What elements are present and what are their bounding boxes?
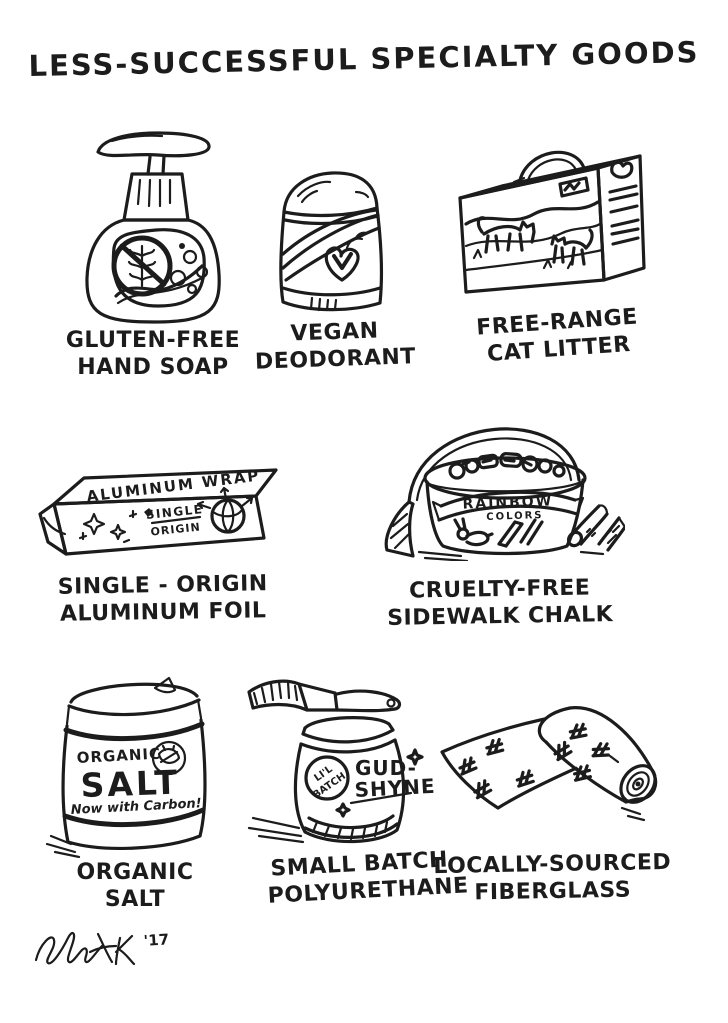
grass-tufts — [472, 248, 573, 270]
diamond-bullet — [144, 508, 153, 517]
soap-wave — [114, 264, 204, 305]
bunny-doodle — [453, 517, 494, 547]
loose-chalk-sticks — [566, 504, 625, 552]
salt-label-carbon: Now with Carbon! — [70, 796, 202, 818]
chalk-sticks-doodle — [497, 518, 544, 548]
no-wheat-icon — [111, 235, 173, 297]
organic-salt-drawing: ORGANIC SALT Now with Carbon! — [45, 676, 207, 858]
can-shadow — [247, 816, 305, 844]
caption-line: DEODORANT — [254, 344, 417, 375]
caption-organic-salt: ORGANIC SALT — [45, 860, 225, 914]
banner-text-rainbow: RAINBOW — [462, 493, 553, 512]
chalk-pieces — [448, 452, 566, 480]
caption-line: LOCALLY-SOURCED — [433, 849, 672, 880]
bucket-body — [425, 478, 585, 556]
can-brand-1: GUD- — [355, 756, 417, 780]
litter-box-side — [596, 154, 646, 282]
heart-leaf-icon — [324, 231, 368, 282]
bucket-banner — [431, 490, 585, 522]
bucket-rim — [423, 456, 587, 500]
cat-litter-drawing — [458, 150, 646, 294]
artist-signature: '17 — [28, 916, 188, 971]
salt-lid — [69, 682, 199, 704]
polyurethane-drawing: LI'L BATCH GUD- SHYNE — [247, 679, 436, 844]
globe-icon — [196, 486, 254, 534]
item-aluminum-foil: ALUMINUM WRAP SINGLE ORIGIN SINGLE - ORI… — [28, 466, 298, 627]
item-sidewalk-chalk: RAINBOW COLORS — [375, 386, 625, 631]
can-sparkles — [335, 748, 424, 818]
caption-line: SIDEWALK CHALK — [387, 601, 614, 631]
salt-label-salt: SALT — [80, 763, 181, 805]
caption-hand-soap: GLUTEN-FREE HAND SOAP — [58, 328, 248, 382]
can-badge: LI'L BATCH — [304, 755, 350, 801]
deodorant-cap — [282, 171, 379, 214]
can-brand-2: SHYNE — [354, 774, 436, 802]
salt-badge-icon — [151, 740, 187, 776]
can-rim — [303, 716, 391, 730]
salt-pour-spout — [153, 676, 177, 694]
caption-line: SALT — [104, 886, 166, 912]
item-polyurethane: LI'L BATCH GUD- SHYNE SMALL BATCH POLYUR… — [243, 670, 469, 909]
can-body — [293, 738, 406, 844]
soap-bottle-body — [85, 218, 221, 324]
caption-aluminum-foil: SINGLE - ORIGIN ALUMINUM FOIL — [28, 571, 299, 629]
caption-polyurethane: SMALL BATCH POLYURETHANE — [266, 847, 469, 910]
roll-spiral-end — [619, 764, 657, 804]
caption-line: HAND SOAP — [77, 354, 229, 380]
fiberglass-sheet — [440, 712, 620, 810]
caption-sidewalk-chalk: CRUELTY-FREE SIDEWALK CHALK — [375, 575, 626, 633]
fiberglass-drawing — [440, 706, 658, 822]
roll-shadow — [608, 754, 646, 822]
caption-deodorant: VEGAN DEODORANT — [249, 317, 421, 377]
foil-origin-text: ORIGIN — [150, 520, 201, 538]
ground-shadow — [417, 550, 605, 561]
item-cat-litter: FREE-RANGE CAT LITTER — [448, 138, 668, 367]
banner-text-colors: COLORS — [486, 510, 544, 523]
caption-line: CRUELTY-FREE — [408, 575, 591, 604]
caption-cat-litter: FREE-RANGE CAT LITTER — [446, 302, 669, 371]
caption-fiberglass: LOCALLY-SOURCED FIBERGLASS — [430, 850, 676, 908]
soap-pump — [96, 131, 211, 222]
salt-label-top-band — [63, 721, 205, 742]
caption-line: FIBERGLASS — [474, 877, 632, 906]
aluminum-foil-drawing: ALUMINUM WRAP SINGLE ORIGIN — [38, 466, 278, 556]
salt-body — [61, 718, 207, 850]
deodorant-drawing — [279, 171, 384, 312]
cat-icon-left — [476, 216, 536, 254]
hand-soap-drawing — [85, 131, 221, 324]
signature-scribble: '17 — [34, 930, 170, 966]
item-fiberglass: LOCALLY-SOURCED FIBERGLASS — [430, 686, 675, 906]
litter-box-handle — [512, 150, 590, 184]
item-deodorant: VEGAN DEODORANT — [249, 168, 421, 377]
paint-brush — [247, 679, 402, 713]
bucket-flap — [384, 500, 415, 558]
cat-icon-right — [550, 228, 594, 266]
caption-line: ORGANIC — [76, 860, 194, 885]
litter-box-tag — [558, 176, 590, 198]
fiberglass-hash-marks — [458, 722, 611, 800]
soap-label — [111, 228, 206, 308]
salt-label-bottom-band — [62, 807, 206, 828]
caption-line: GLUTEN-FREE — [65, 328, 241, 353]
foil-single-text: SINGLE — [145, 502, 204, 522]
deodorant-body — [279, 206, 384, 312]
litter-box-side-panel — [608, 160, 640, 246]
caption-line: ALUMINUM FOIL — [59, 598, 267, 627]
signature-year: '17 — [143, 930, 170, 950]
sidewalk-chalk-drawing: RAINBOW COLORS — [384, 427, 625, 561]
item-hand-soap: GLUTEN-FREE HAND SOAP — [58, 126, 248, 382]
can-bottom-band — [303, 814, 399, 841]
salt-label-organic: ORGANIC — [76, 745, 161, 767]
salt-shadow — [45, 834, 81, 858]
sparkle-icons — [78, 509, 138, 544]
foil-box-end — [38, 502, 68, 556]
page-title: LESS-SUCCESSFUL SPECIALTY GOODS — [28, 34, 700, 84]
item-organic-salt: ORGANIC SALT Now with Carbon! ORGANIC SA… — [45, 668, 225, 914]
